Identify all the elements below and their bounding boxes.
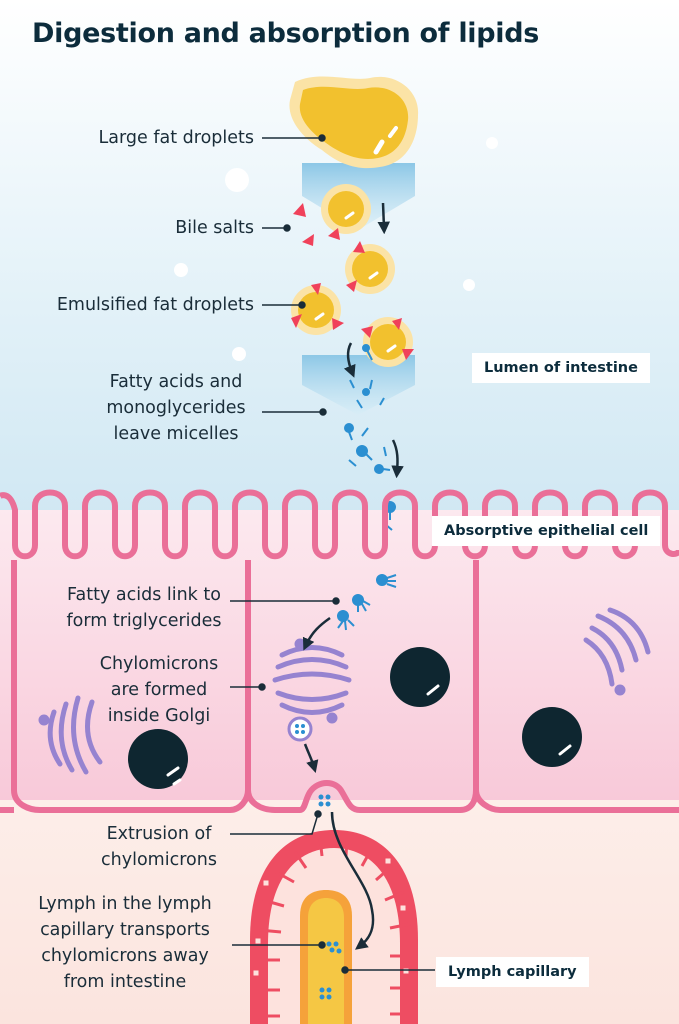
label-line: chylomicrons away	[41, 946, 209, 966]
label-fatty-acids-leave-micelles: Fatty acids and monoglycerides leave mic…	[96, 369, 256, 447]
label-line: Lymph in the lymph	[38, 894, 212, 914]
nucleus	[390, 647, 450, 707]
extrusion-arrow	[330, 811, 375, 950]
label-line: from intestine	[63, 972, 187, 992]
label-lymph-transport: Lymph in the lymph capillary transports …	[22, 891, 228, 995]
label-line: Extrusion of	[106, 824, 212, 844]
label-line: are formed	[110, 680, 208, 700]
diagram-title: Digestion and absorption of lipids	[32, 18, 540, 49]
large-fat-droplet	[289, 76, 419, 169]
label-fatty-acids-link: Fatty acids link to form triglycerides	[54, 582, 234, 634]
epithelial-cell-walls	[0, 560, 679, 813]
label-line: leave micelles	[113, 424, 239, 444]
bile-salts	[291, 203, 414, 360]
chylomicron-vesicle	[287, 716, 313, 742]
label-large-fat-droplets: Large fat droplets	[98, 128, 254, 148]
micelle-funnel	[302, 355, 415, 415]
label-line: inside Golgi	[107, 706, 211, 726]
tag-lymph-capillary: Lymph capillary	[436, 957, 589, 987]
fat-droplet	[345, 244, 395, 294]
nucleus	[522, 707, 582, 767]
process-arrows	[343, 202, 404, 479]
cell-arrows	[302, 616, 331, 774]
label-extrusion: Extrusion of chylomicrons	[84, 821, 234, 873]
lumen-bubbles	[174, 137, 498, 361]
golgi-apparatus	[583, 607, 651, 696]
label-line: capillary transports	[40, 920, 210, 940]
leader-lines	[230, 134, 435, 974]
triglycerides	[337, 574, 397, 631]
label-line: Fatty acids and	[109, 372, 243, 392]
label-line: form triglycerides	[66, 611, 222, 631]
label-line: Chylomicrons	[99, 654, 219, 674]
emulsified-fat-droplet	[291, 285, 341, 335]
fat-droplet	[321, 184, 371, 234]
golgi-apparatus	[38, 695, 103, 775]
extruded-chylomicrons	[318, 794, 331, 807]
label-emulsified-fat-droplets: Emulsified fat droplets	[56, 295, 254, 315]
label-line: Fatty acids link to	[67, 585, 221, 605]
label-chylomicrons-golgi: Chylomicrons are formed inside Golgi	[84, 651, 234, 729]
nucleus	[128, 729, 188, 789]
villus-lymph-capillary	[250, 830, 418, 1024]
label-line: chylomicrons	[101, 850, 217, 870]
brush-border-membrane	[0, 489, 679, 560]
emulsified-fat-droplet	[363, 317, 413, 367]
label-bile-salts: Bile salts	[175, 218, 254, 238]
tag-lumen-of-intestine: Lumen of intestine	[472, 353, 650, 383]
label-line: monoglycerides	[106, 398, 246, 418]
tag-absorptive-epithelial-cell: Absorptive epithelial cell	[432, 516, 661, 546]
